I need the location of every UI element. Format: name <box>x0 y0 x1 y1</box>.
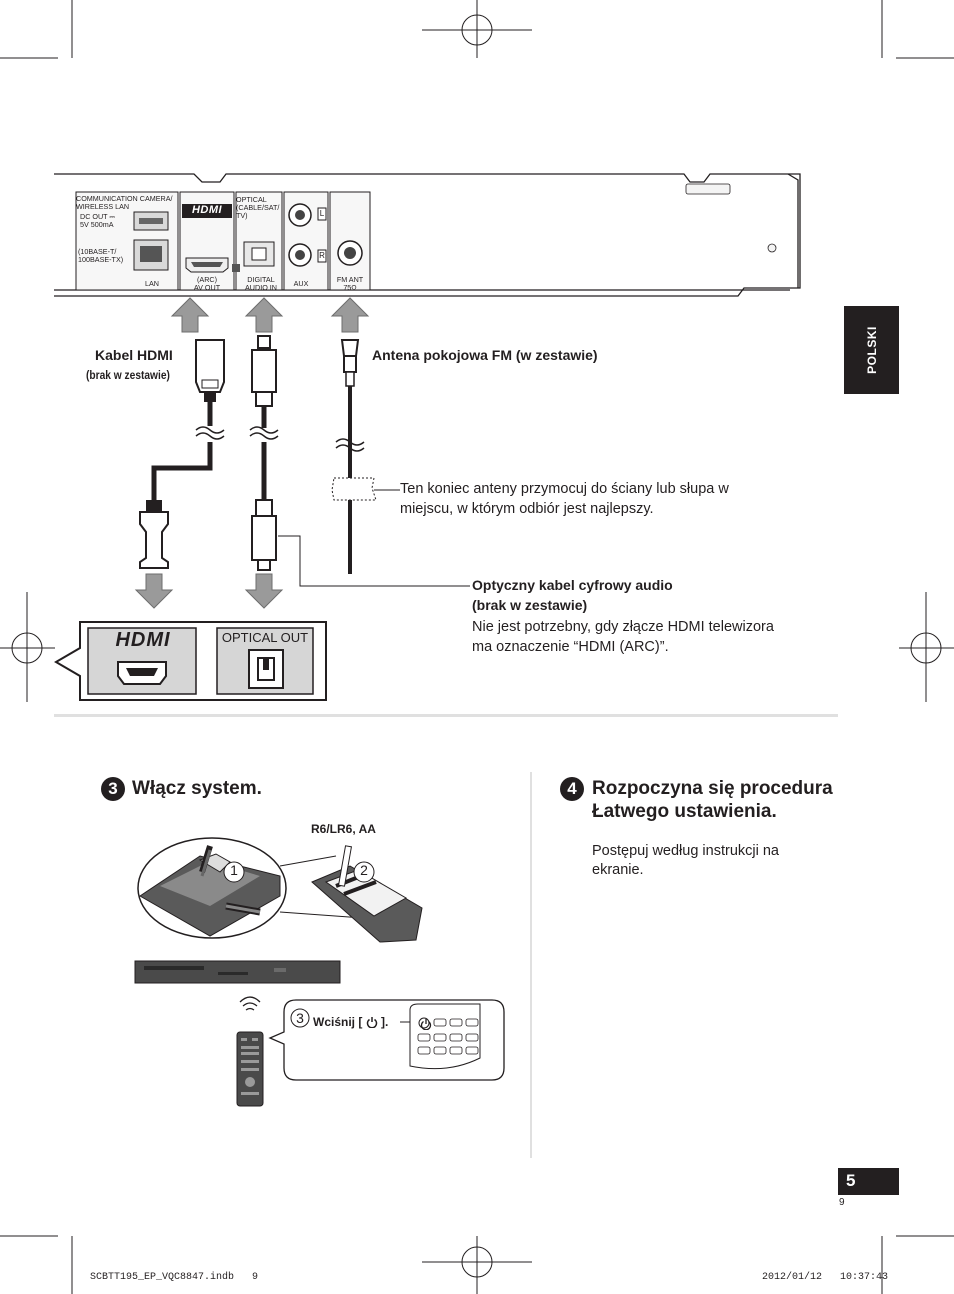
aux-label: AUX <box>293 279 309 288</box>
press-text-end: ]. <box>381 1015 389 1029</box>
hdmi-logo-panel: HDMI <box>191 204 223 216</box>
optical-pointer <box>300 585 470 587</box>
step4-body-line2: ekranie. <box>592 862 644 878</box>
substep-3: 3 <box>296 1010 304 1026</box>
registration-crosshair-icon <box>422 1236 532 1294</box>
optical-cable-title: Optyczny kabel cyfrowy audio <box>472 577 673 593</box>
registration-crosshair-icon <box>422 0 532 58</box>
tv-optical-out-label: OPTICAL OUT <box>221 630 309 645</box>
base-t-label: (10BASE-T/ 100BASE-TX) <box>78 247 124 264</box>
registration-crosshair-icon <box>899 592 954 702</box>
power-button-icon <box>420 1017 432 1035</box>
small-page-number: 9 <box>839 1197 845 1208</box>
page-number-box: 5 <box>838 1168 899 1195</box>
aux-r-label: R <box>319 251 325 260</box>
substep-1: 1 <box>230 862 238 878</box>
optical-note-line2: ma oznaczenie “HDMI (ARC)”. <box>472 639 669 655</box>
press-instruction: Wciśnij [ ]. <box>313 1015 388 1031</box>
player-illustration <box>134 960 341 984</box>
press-text: Wciśnij [ <box>313 1015 363 1029</box>
language-tab: POLSKI <box>844 306 899 394</box>
fm-antenna-label: Antena pokojowa FM (w zestawie) <box>372 347 598 363</box>
step4-title-line2: Łatwego ustawienia. <box>592 801 777 822</box>
tv-hdmi-logo: HDMI <box>115 629 171 651</box>
power-icon <box>366 1016 378 1031</box>
digital-audio-in-label: DIGITAL AUDIO IN <box>245 275 277 292</box>
antenna-note-line1: Ten koniec anteny przymocuj do ściany lu… <box>400 481 729 497</box>
footer-date: 2012/01/12 10:37:43 <box>762 1272 889 1283</box>
tape-pointer <box>374 489 400 491</box>
step4-number: 4 <box>560 777 584 801</box>
hdmi-cable-sub: (brak w zestawie) <box>86 368 170 382</box>
rear-panel-diagram <box>54 173 801 297</box>
page-number: 5 <box>846 1171 856 1190</box>
av-out-label: (ARC) AV OUT <box>193 275 221 292</box>
registration-crosshair-icon <box>0 592 55 702</box>
step3-number: 3 <box>101 777 125 801</box>
hdmi-cable-label: Kabel HDMI <box>95 347 173 363</box>
substep-2: 2 <box>360 862 368 878</box>
comm-camera-label: COMMUNICATION CAMERA/ WIRELESS LAN <box>76 194 173 211</box>
fm-ant-label: FM ANT 75Ω <box>336 275 364 292</box>
step4-title-line1: Rozpoczyna się procedura <box>592 778 833 799</box>
cables-diagram <box>134 297 390 609</box>
dc-out-label: DC OUT ⎓ 5V 500mA <box>80 212 116 229</box>
press-bubble <box>268 999 505 1081</box>
footer-file: SCBTT195_EP_VQC8847.indb 9 <box>90 1272 259 1283</box>
section-divider <box>54 714 838 717</box>
battery-illustration <box>137 837 423 943</box>
signal-waves-icon <box>239 996 261 1011</box>
step3-title: Włącz system. <box>132 778 262 799</box>
remote-control-icon <box>236 996 264 1107</box>
language-label: POLSKI <box>864 326 879 374</box>
optical-note-line1: Nie jest potrzebny, gdy złącze HDMI tele… <box>472 619 774 635</box>
lan-label: LAN <box>145 279 159 288</box>
aux-l-label: L <box>319 209 325 218</box>
step4-body-line1: Postępuj według instrukcji na <box>592 843 779 859</box>
battery-label: R6/LR6, AA <box>311 822 376 836</box>
optical-top-label: OPTICAL (CABLE/SAT/ TV) <box>236 195 280 220</box>
tv-panel <box>54 621 327 701</box>
antenna-note-line2: miejscu, w którym odbiór jest najlepszy. <box>400 501 654 517</box>
column-divider <box>530 772 532 1158</box>
optical-cable-sub: (brak w zestawie) <box>472 597 588 613</box>
